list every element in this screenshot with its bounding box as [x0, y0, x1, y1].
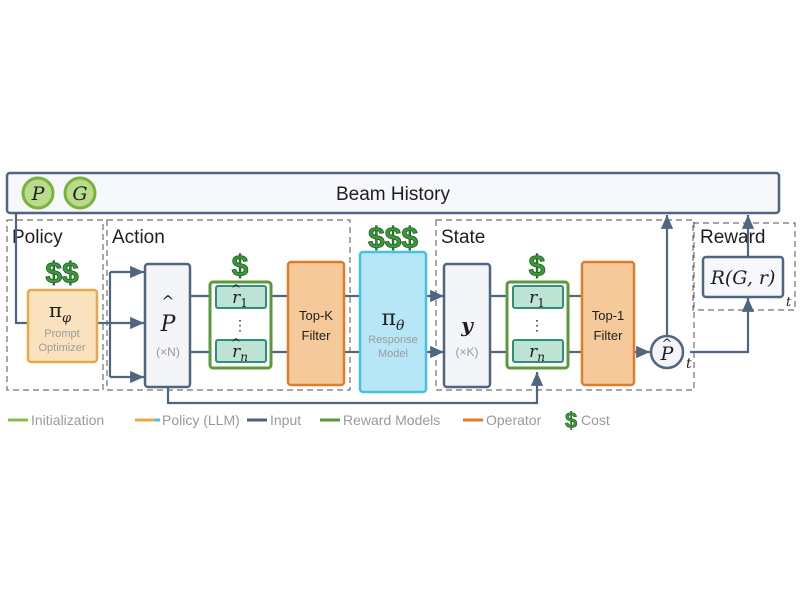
topk-filter-line2: Filter — [302, 328, 332, 343]
top1-filter-line1: Top-1 — [592, 308, 625, 323]
action-section-frame — [106, 219, 351, 391]
state-reward-dots: ⋮ — [530, 317, 544, 333]
responses-multiplier: (×K) — [455, 345, 478, 359]
goal-badge — [63, 176, 97, 210]
action-title: Action — [112, 227, 165, 248]
topk-filter-box — [286, 260, 346, 387]
beam-history-bar — [5, 171, 781, 215]
action-reward-bottom-label: rn — [232, 342, 248, 364]
action-cost: $ — [232, 250, 249, 283]
state-reward-bottom — [512, 339, 564, 363]
response-model-box — [358, 250, 428, 394]
response-model-line1: Response — [368, 334, 418, 346]
state-cost: $ — [529, 250, 546, 283]
best-prompt-symbol: P — [660, 343, 675, 365]
state-reward-top-label: r1 — [529, 288, 545, 310]
prompt-optimizer-line1: Prompt — [44, 328, 79, 340]
policy-title: Policy — [12, 227, 63, 248]
legend-initialization-label: Initialization — [31, 412, 104, 428]
legend-operator-label: Operator — [486, 412, 542, 428]
best-prompt-node — [649, 334, 685, 370]
reward-title: Reward — [700, 227, 765, 248]
reward-function-box — [701, 255, 785, 299]
connectors — [14, 213, 755, 405]
prompt-optimizer-symbol: πφ — [49, 298, 72, 326]
candidate-prompts-box — [143, 262, 192, 389]
legend-cost-symbol: $ — [565, 408, 577, 433]
reward-function-label: R(G, r) — [710, 267, 776, 289]
top1-filter-line2: Filter — [594, 328, 624, 343]
legend-input-label: Input — [270, 412, 301, 428]
candidate-prompts-hat: ^ — [161, 292, 174, 311]
action-reward-top-label: r1 — [232, 288, 248, 310]
action-reward-dots: ⋮ — [233, 317, 247, 333]
policy-cost: $$ — [45, 257, 79, 290]
action-reward-top — [215, 285, 267, 309]
action-reward-bottom-hat: ^ — [231, 336, 241, 350]
prompt-badge-label: P — [31, 183, 46, 205]
policy-section-frame — [6, 219, 104, 391]
reward-function-subscript: t — [786, 295, 792, 310]
response-cost: $$$ — [368, 222, 418, 255]
response-model-line2: Model — [378, 348, 408, 360]
state-reward-top — [512, 285, 564, 309]
responses-symbol: y — [460, 313, 474, 337]
candidate-prompts-multiplier: (×N) — [156, 345, 180, 359]
legend-cost-label: Cost — [581, 412, 610, 428]
goal-badge-label: G — [72, 183, 87, 205]
state-reward-bottom-label: rn — [529, 342, 545, 364]
responses-box — [442, 262, 492, 389]
action-reward-bottom — [215, 339, 267, 363]
action-reward-top-hat: ^ — [231, 282, 241, 296]
topk-filter-line1: Top-K — [299, 308, 333, 323]
prompt-optimizer-line2: Optimizer — [38, 342, 85, 354]
candidate-prompts-symbol: P — [160, 312, 177, 337]
beam-history-label: Beam History — [336, 184, 451, 205]
state-section-frame — [435, 219, 695, 391]
legend: Initialization Policy (LLM) Input Reward… — [8, 408, 610, 433]
state-title: State — [441, 227, 485, 248]
legend-reward-models-label: Reward Models — [343, 412, 440, 428]
legend-policy-label: Policy (LLM) — [162, 412, 240, 428]
top1-filter-box — [580, 260, 636, 387]
best-prompt-subscript: t — [686, 356, 692, 372]
prompt-optimizer-box — [26, 288, 99, 364]
best-prompt-hat: ^ — [662, 337, 673, 352]
prompt-badge — [21, 176, 55, 210]
response-model-symbol: πθ — [382, 306, 405, 334]
